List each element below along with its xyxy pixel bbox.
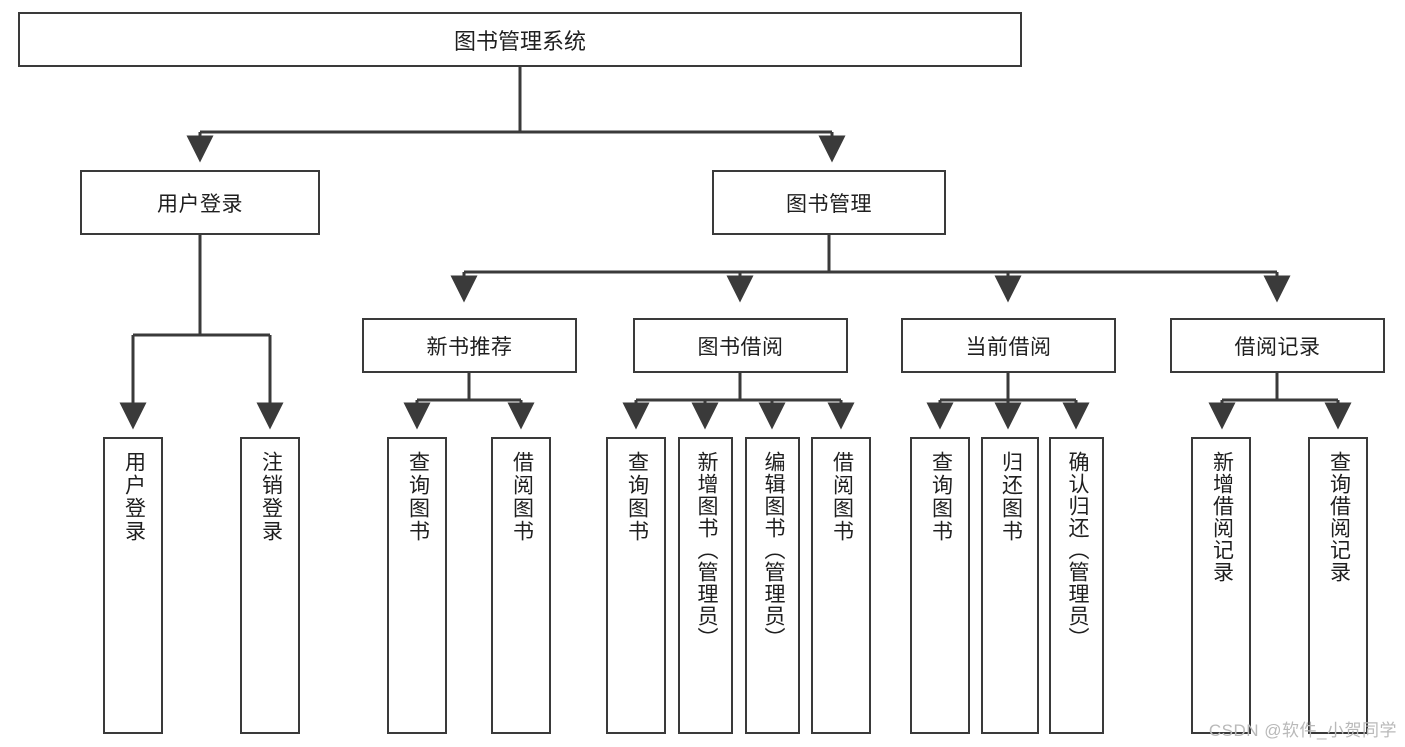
csdn-watermark: CSDN @软件_小贺同学 (1208, 721, 1397, 740)
leaf-query-book-1[interactable]: 查询图书 (387, 437, 447, 734)
node-label: 图书管理 (786, 192, 872, 216)
node-label: 借阅图书 (830, 451, 854, 543)
node-label: 图书管理系统 (453, 28, 586, 54)
node-label: 注销登录 (259, 451, 283, 543)
node-label: 查询图书 (406, 451, 430, 543)
node-label: 借阅图书 (510, 451, 534, 543)
node-label: 图书借阅 (697, 335, 784, 359)
node-book-borrow[interactable]: 图书借阅 (633, 318, 848, 373)
node-label: 查询图书 (929, 451, 953, 543)
leaf-query-book-3[interactable]: 查询图书 (910, 437, 970, 734)
node-root-system[interactable]: 图书管理系统 (18, 12, 1022, 67)
node-book-manage[interactable]: 图书管理 (712, 170, 946, 235)
leaf-borrow-book-2[interactable]: 借阅图书 (811, 437, 871, 734)
leaf-query-record[interactable]: 查询借阅记录 (1308, 437, 1368, 734)
node-borrow-record[interactable]: 借阅记录 (1170, 318, 1385, 373)
node-new-book-recommend[interactable]: 新书推荐 (362, 318, 577, 373)
leaf-borrow-book-1[interactable]: 借阅图书 (491, 437, 551, 734)
node-label: 编辑图书（管理员） (761, 451, 785, 649)
leaf-confirm-return[interactable]: 确认归还（管理员） (1049, 437, 1104, 734)
node-label: 查询借阅记录 (1327, 451, 1351, 583)
node-label: 归还图书 (999, 451, 1023, 543)
node-label: 新书推荐 (426, 335, 513, 359)
node-label: 确认归还（管理员） (1065, 451, 1089, 649)
node-user-login[interactable]: 用户登录 (80, 170, 320, 235)
leaf-logout[interactable]: 注销登录 (240, 437, 300, 734)
node-current-borrow[interactable]: 当前借阅 (901, 318, 1116, 373)
node-label: 新增借阅记录 (1210, 451, 1234, 583)
node-label: 查询图书 (625, 451, 649, 543)
leaf-return-book[interactable]: 归还图书 (981, 437, 1039, 734)
node-label: 用户登录 (157, 192, 243, 216)
node-label: 当前借阅 (965, 335, 1052, 359)
leaf-edit-book[interactable]: 编辑图书（管理员） (745, 437, 800, 734)
node-label: 新增图书（管理员） (694, 451, 718, 649)
leaf-query-book-2[interactable]: 查询图书 (606, 437, 666, 734)
leaf-add-book[interactable]: 新增图书（管理员） (678, 437, 733, 734)
node-label: 用户登录 (122, 451, 146, 543)
leaf-add-record[interactable]: 新增借阅记录 (1191, 437, 1251, 734)
leaf-user-login[interactable]: 用户登录 (103, 437, 163, 734)
node-label: 借阅记录 (1234, 335, 1321, 359)
